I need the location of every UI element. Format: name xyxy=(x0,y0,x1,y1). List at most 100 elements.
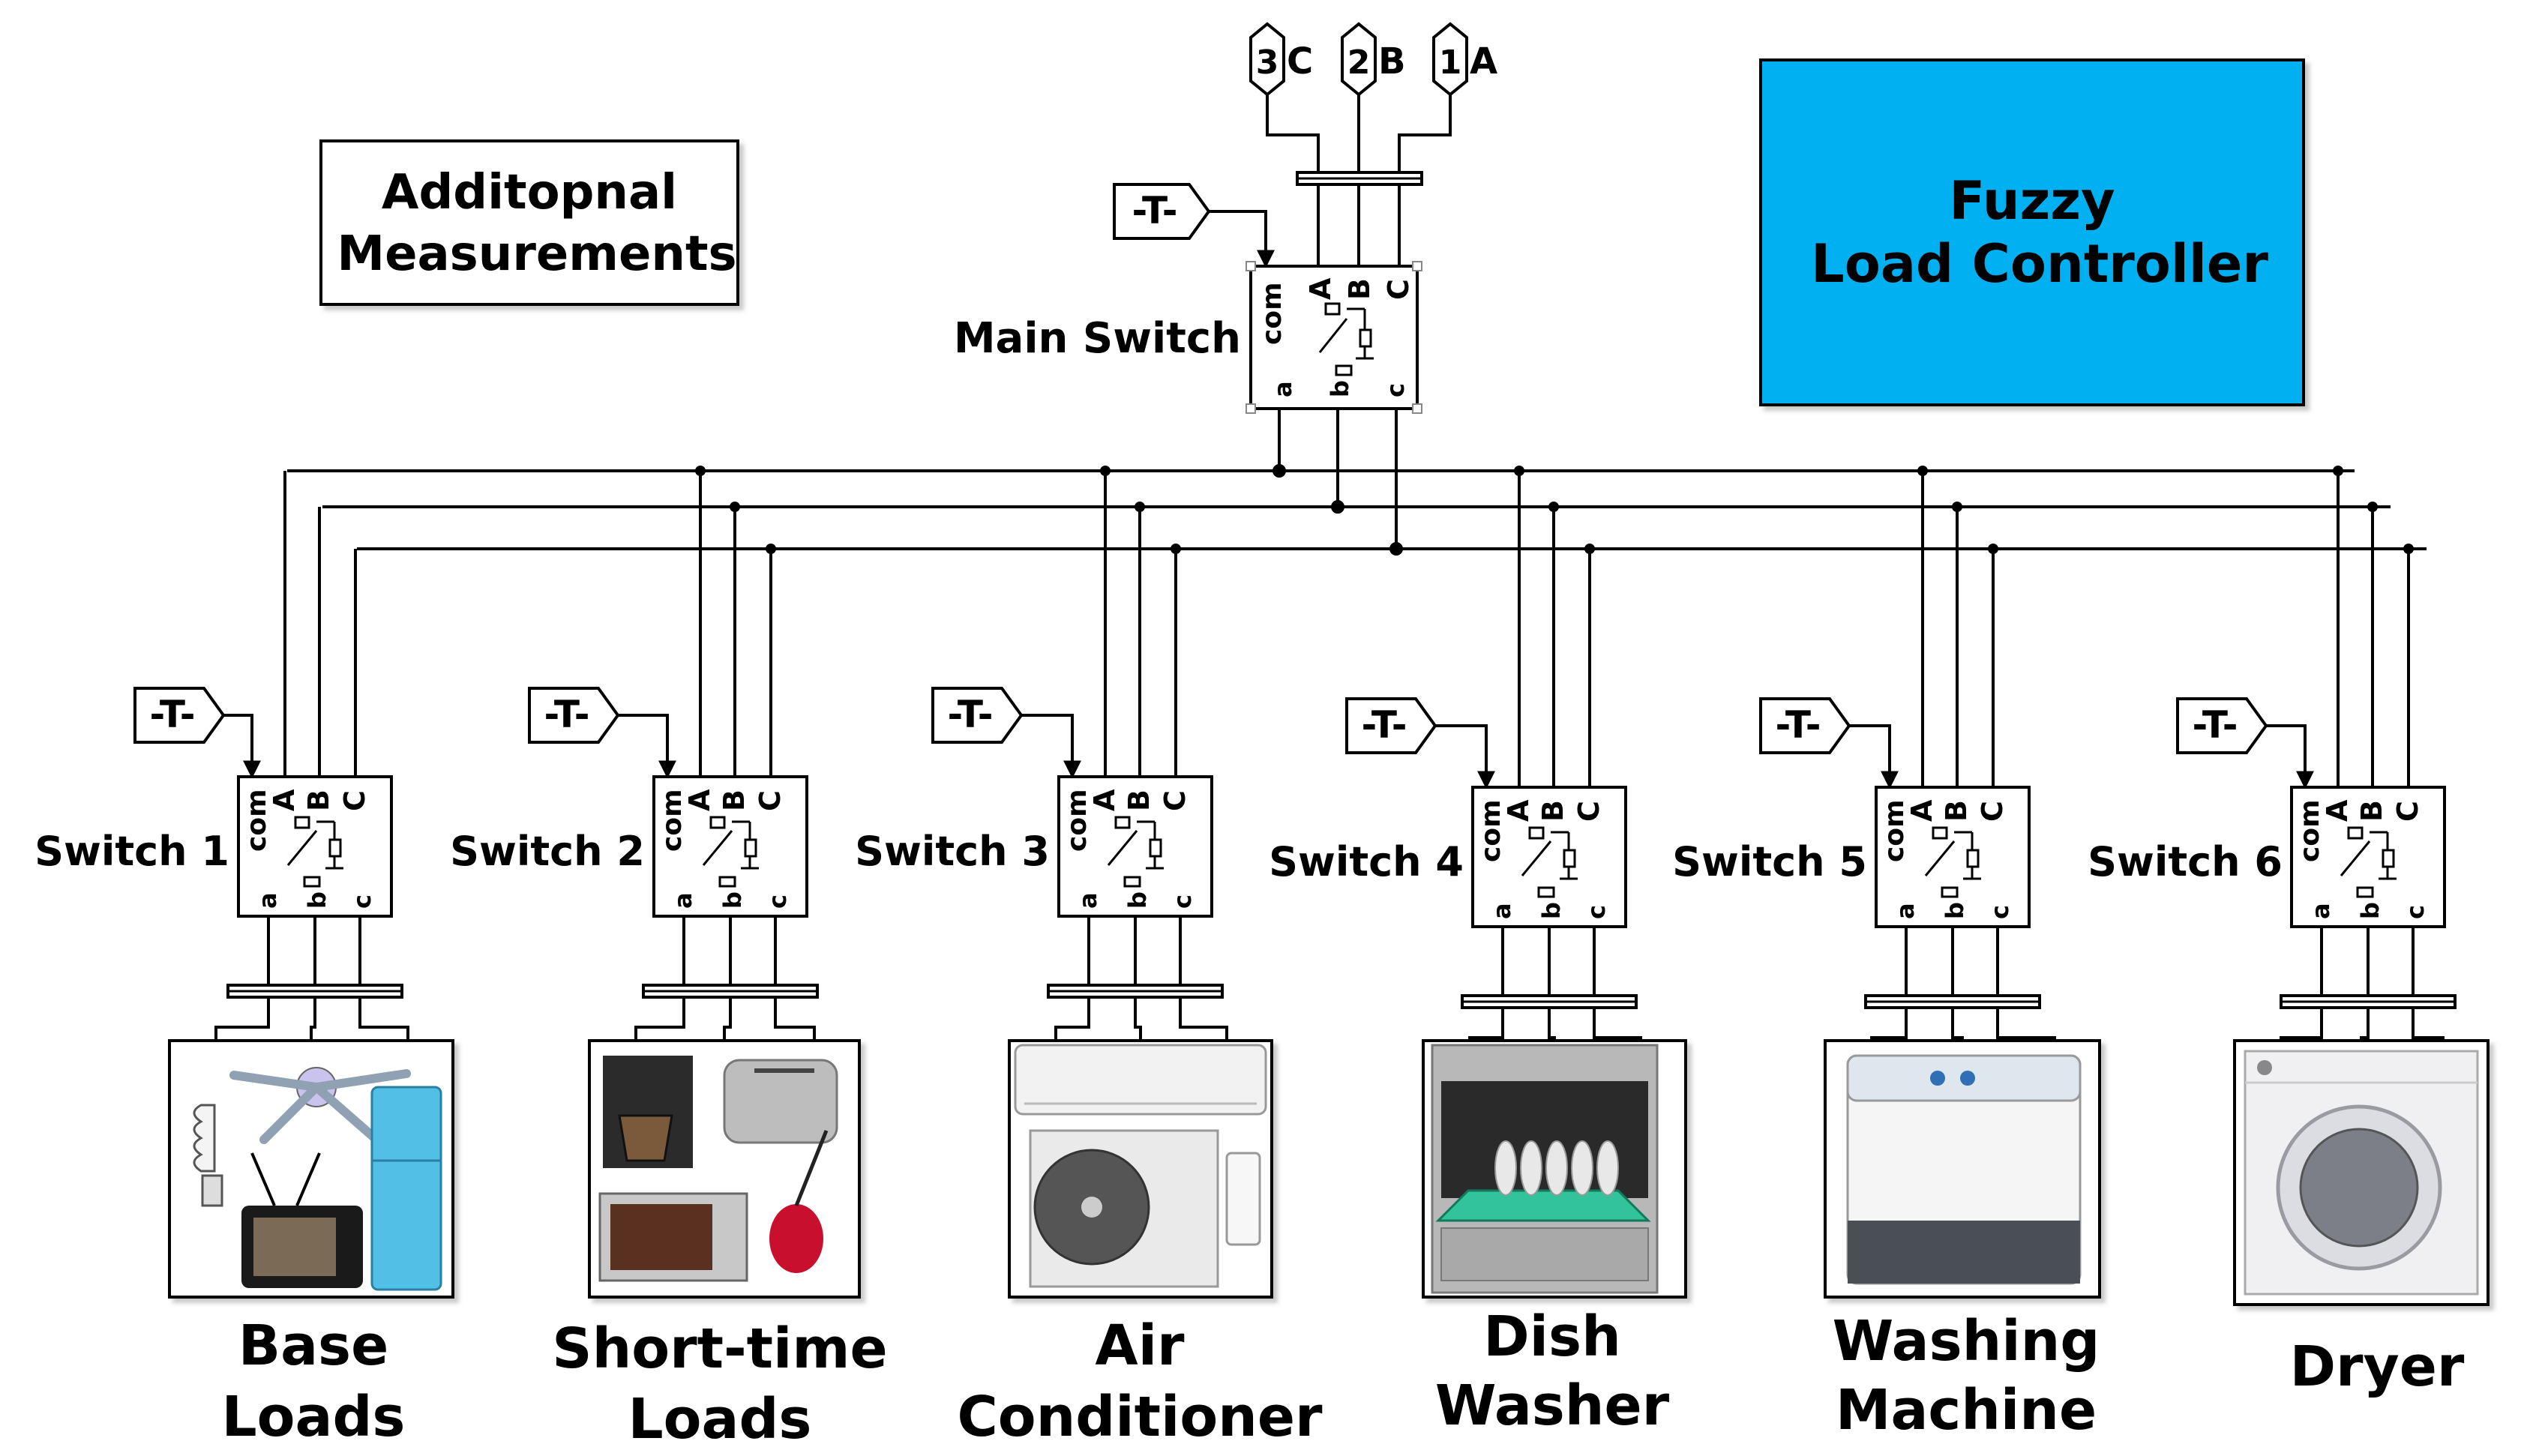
port-label: c xyxy=(1168,894,1197,909)
main-switch-label: Main Switch xyxy=(954,314,1241,363)
svg-text:c: c xyxy=(1381,383,1410,397)
port-label: B xyxy=(1123,789,1156,811)
port-label: B xyxy=(1940,800,1973,822)
port-label: c xyxy=(1582,905,1611,919)
goto-tag-label: -T- xyxy=(1776,703,1821,747)
port-label: b xyxy=(303,891,331,909)
port-label: b xyxy=(1941,902,1969,919)
port-label: C xyxy=(1976,801,2009,822)
svg-text:a: a xyxy=(1269,381,1297,397)
dryer-icon xyxy=(2244,1050,2479,1296)
svg-text:-T-: -T- xyxy=(1132,189,1178,232)
relay-icon xyxy=(1318,302,1374,376)
base-loads-icon xyxy=(193,1067,442,1291)
load-block-2[interactable] xyxy=(588,1039,861,1299)
switch-label: Switch 3 xyxy=(855,828,1050,875)
main-mux[interactable] xyxy=(1296,171,1423,266)
goto-tag-label: -T- xyxy=(150,693,196,736)
main-switch-goto-tag: -T- xyxy=(1113,183,1211,240)
load-caption-line2: Conditioner xyxy=(957,1385,1323,1449)
svg-text:b: b xyxy=(1326,380,1354,397)
port-label: A xyxy=(683,789,716,811)
port-label: c xyxy=(2401,905,2430,919)
load-block-6[interactable] xyxy=(2233,1039,2490,1306)
switch-1-goto-tag: -T- xyxy=(133,687,226,744)
additional-measurements-line1: Additopnal xyxy=(382,165,677,220)
port-label: C xyxy=(1159,790,1192,811)
main-switch[interactable]: -T- com A B C a b c Main Switch xyxy=(954,183,1422,414)
switch-3-goto-tag: -T- xyxy=(931,687,1024,744)
load-caption-line2: Loads xyxy=(222,1385,406,1449)
input-port-b-number: 2 xyxy=(1347,43,1371,82)
port-label: C xyxy=(338,790,371,811)
port-label: b xyxy=(1537,902,1566,919)
relay-icon xyxy=(2340,826,2397,898)
port-label: A xyxy=(1905,799,1938,822)
relay-icon xyxy=(1924,826,1981,898)
load-caption-line2: Loads xyxy=(628,1387,812,1452)
load-caption-line1: Dish xyxy=(1483,1305,1621,1369)
goto-tag-label: -T- xyxy=(948,693,994,736)
switch-label: Switch 4 xyxy=(1269,838,1464,885)
switch-5-goto-tag: -T- xyxy=(1759,697,1851,754)
load-caption-line1: Air xyxy=(1095,1314,1185,1378)
port-label: a xyxy=(1074,892,1102,909)
load-caption-line1: Base xyxy=(238,1314,389,1378)
washing-machine-icon xyxy=(1846,1054,2082,1285)
fuzzy-line1: Fuzzy xyxy=(1949,170,2115,232)
short-time-loads-icon xyxy=(598,1056,838,1282)
load-block-5[interactable] xyxy=(1824,1039,2101,1299)
port-label: c xyxy=(348,894,376,909)
port-label: C xyxy=(754,790,787,811)
input-port-c[interactable]: 3 C xyxy=(1249,22,1313,97)
input-port-b[interactable]: 2 B xyxy=(1341,22,1406,97)
input-port-b-label: B xyxy=(1378,40,1406,82)
load-caption-line2: Machine xyxy=(1836,1378,2097,1443)
port-label: com xyxy=(2295,799,2325,862)
fuzzy-line2: Load Controller xyxy=(1811,233,2268,295)
switch-label: Switch 5 xyxy=(1672,838,1867,885)
goto-tag-label: -T- xyxy=(544,693,590,736)
load-block-1[interactable] xyxy=(168,1039,454,1299)
switch-4-goto-tag: -T- xyxy=(1345,697,1437,754)
switch-2-goto-tag: -T- xyxy=(528,687,620,744)
port-label: B xyxy=(2355,800,2388,822)
air-conditioner-icon xyxy=(1014,1044,1267,1288)
port-label: A xyxy=(1502,799,1535,822)
input-port-a[interactable]: 1 A xyxy=(1432,22,1497,97)
svg-text:A: A xyxy=(1304,277,1337,300)
switch-label: Switch 2 xyxy=(450,828,645,875)
port-label: C xyxy=(2391,801,2424,822)
port-label: a xyxy=(1891,903,1920,919)
switch-label: Switch 6 xyxy=(2088,838,2283,885)
port-label: com xyxy=(241,789,272,852)
fuzzy-load-controller-block[interactable]: Fuzzy Load Controller xyxy=(1759,58,2305,406)
load-block-4[interactable] xyxy=(1422,1039,1687,1299)
relay-icon xyxy=(1521,826,1578,898)
port-label: com xyxy=(1062,789,1093,852)
port-label: B xyxy=(1536,800,1569,822)
port-label: a xyxy=(2307,903,2335,919)
port-label: a xyxy=(253,892,282,909)
switch-label: Switch 1 xyxy=(34,828,229,875)
phase-inputs: 3 C 2 B 1 A xyxy=(1249,22,1497,172)
input-port-c-number: 3 xyxy=(1256,43,1279,82)
port-label: a xyxy=(669,892,697,909)
port-label: com xyxy=(1476,799,1506,862)
additional-measurements-block[interactable]: Additopnal Measurements xyxy=(319,139,739,306)
goto-tag-label: -T- xyxy=(2193,703,2238,747)
port-label: B xyxy=(302,789,335,811)
load-caption-line1: Washing xyxy=(1833,1309,2100,1374)
additional-measurements-line2: Measurements xyxy=(337,226,736,282)
load-block-3[interactable] xyxy=(1008,1039,1273,1299)
svg-text:B: B xyxy=(1343,278,1376,300)
input-port-c-label: C xyxy=(1287,40,1313,82)
